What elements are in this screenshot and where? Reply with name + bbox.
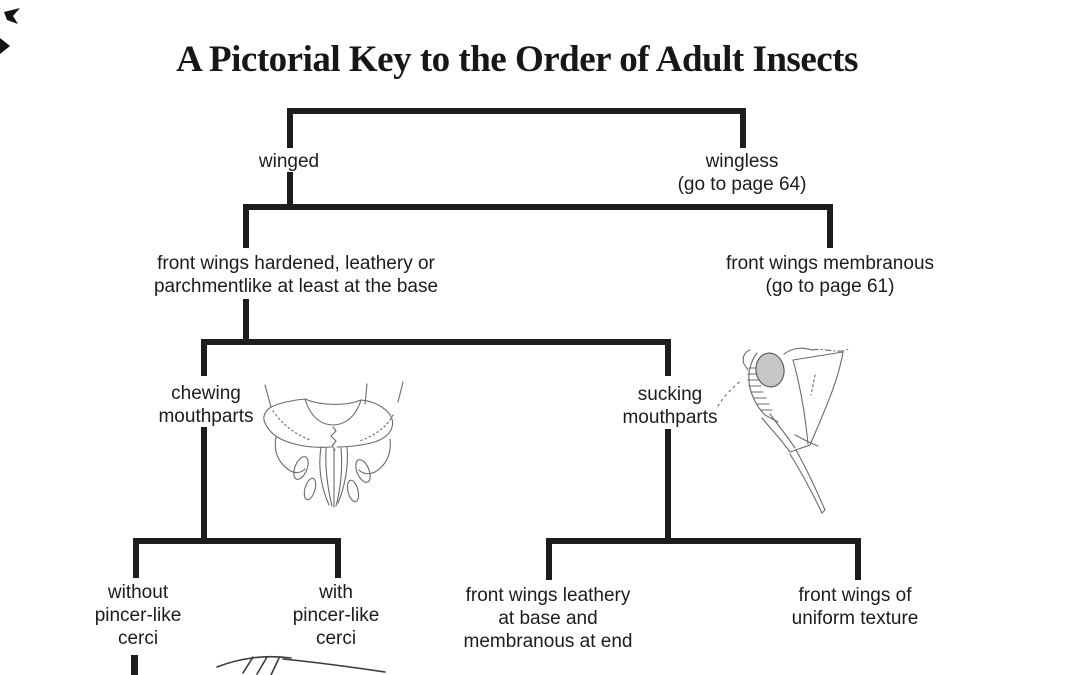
branch-line-hardened-stem — [243, 299, 249, 345]
branch-line-winged-stem — [287, 172, 293, 208]
node-front-wings-hardened: front wings hardened, leathery or parchm… — [153, 253, 439, 297]
node-wingless: wingless (go to page 64) — [677, 151, 807, 195]
chewing-mouthparts-illustration — [263, 381, 404, 508]
branch-line-membranous-drop — [827, 204, 833, 248]
branch-line-level3-bar — [201, 339, 671, 345]
branch-line-root-bar — [287, 108, 746, 114]
node-front-wings-uniform: front wings of uniform texture — [791, 585, 919, 629]
scan-speck-icon — [4, 8, 20, 24]
branch-line-level2-bar — [243, 204, 833, 210]
branch-line-chewing-drop — [201, 339, 207, 376]
branch-line-wingless-drop — [740, 108, 746, 148]
node-without-cerci: without pincer-like cerci — [94, 582, 182, 649]
pincer-cerci-illustration-partial — [216, 655, 386, 675]
branch-line-leathery-drop — [546, 538, 552, 580]
branch-line-texture-bar — [546, 538, 861, 544]
branch-line-uniform-drop — [855, 538, 861, 580]
node-front-wings-membranous: front wings membranous (go to page 61) — [725, 253, 935, 297]
branch-line-with-cerci-drop — [335, 538, 341, 578]
branch-line-without-cerci-stem — [131, 655, 138, 675]
node-chewing-mouthparts: chewing mouthparts — [158, 383, 254, 427]
node-winged: winged — [258, 151, 320, 172]
node-front-wings-leathery: front wings leathery at base and membran… — [463, 585, 633, 652]
node-sucking-mouthparts: sucking mouthparts — [622, 384, 718, 428]
branch-line-without-cerci-drop — [133, 538, 139, 578]
sucking-mouthparts-illustration — [717, 347, 850, 514]
scan-speck-icon — [0, 38, 10, 54]
branch-line-hardened-drop — [243, 204, 249, 248]
branch-line-winged-drop — [287, 108, 293, 148]
branch-line-chewing-stem — [201, 427, 207, 544]
page-title: A Pictorial Key to the Order of Adult In… — [176, 39, 858, 80]
node-with-cerci: with pincer-like cerci — [292, 582, 380, 649]
branch-line-sucking-drop — [665, 339, 671, 376]
branch-line-cerci-bar — [133, 538, 341, 544]
branch-line-sucking-stem — [665, 429, 671, 544]
